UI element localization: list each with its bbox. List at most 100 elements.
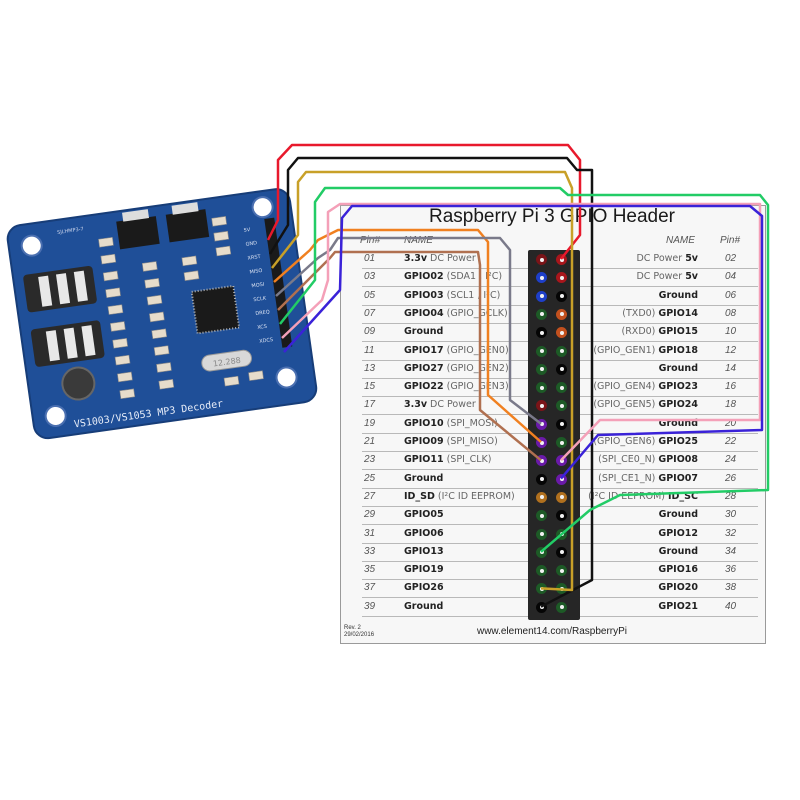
wire-5v-to-pin-02 [266, 143, 582, 260]
pin-name-main: Ground [658, 417, 698, 429]
pin-function: (I²C ID EEPROM) [434, 490, 515, 502]
pin-name-left: Ground [404, 326, 443, 337]
pin-name-left: GPIO22 (GPIO_GEN3) [404, 381, 509, 392]
rev-date: 29/02/2016 [344, 632, 375, 638]
pin-number-left: 09 [364, 326, 376, 338]
module-pin-label: XCS [257, 324, 267, 331]
decoder-chip-icon [190, 284, 241, 335]
pin-name-right: DC Power 5v [636, 271, 698, 282]
pin-number-left: 21 [364, 436, 376, 447]
gpio-pin-21 [536, 437, 547, 448]
pin-function: DC Power [636, 271, 686, 283]
pin-number-left: 05 [364, 289, 376, 301]
wire-gnd-to-pin-39 [268, 156, 594, 608]
pin-function: (GPIO_GEN5) [593, 399, 659, 411]
pin-number-left: 11 [364, 344, 375, 356]
pin-function: DC Power [427, 399, 476, 411]
pin-number-right: 08 [725, 307, 737, 319]
pin-name-left: GPIO06 [404, 528, 444, 539]
mount-hole-icon [20, 234, 43, 257]
gpio-pin-23 [536, 455, 547, 467]
pin-name-main: GPIO14 [658, 307, 698, 319]
pin-number-left: 37 [364, 582, 376, 594]
gpio-pin-03 [536, 272, 547, 284]
gpio-pin-15 [536, 382, 547, 394]
silk-top-label: SJLHMP3-7 [57, 226, 84, 236]
pin-number-right: 34 [725, 545, 737, 557]
pin-name-right: (I²C ID EEPROM) ID_SC [588, 491, 698, 502]
pin-number-right: 06 [725, 289, 737, 301]
pin-function: DC Power [636, 253, 686, 264]
gpio-pin-34 [556, 546, 567, 558]
pin-name-right: (SPI_CE0_N) GPIO08 [598, 454, 698, 465]
pin-name-main: Ground [658, 289, 698, 301]
pin-name-right: DC Power 5v [636, 253, 698, 264]
wire-sclk-to-pin-23 [277, 250, 542, 462]
pin-name-left: GPIO04 (GPIO_GCLK) [404, 308, 508, 319]
pin-name-main: Ground [658, 362, 698, 374]
pin-name-main: 5v [685, 271, 698, 283]
gpio-pin-01 [536, 254, 547, 265]
pin-name-right: (SPI_CE1_N) GPIO07 [598, 473, 698, 484]
gpio-pin-20 [556, 418, 567, 430]
gpio-pin-08 [556, 308, 567, 320]
mount-hole-icon [44, 404, 67, 427]
pin-name-right: (TXD0) GPIO14 [622, 308, 698, 319]
gpio-pin-30 [556, 510, 567, 522]
pin-number-right: 18 [725, 399, 737, 411]
pin-name-main: Ground [658, 545, 698, 557]
pin-name-main: GPIO25 [658, 436, 698, 447]
pin-name-left: GPIO27 (GPIO_GEN2) [404, 363, 509, 374]
wire-xcs-to-pin-24 [281, 202, 762, 462]
pin-number-right: 24 [725, 454, 737, 466]
pin-number-right: 16 [725, 381, 737, 393]
pin-name-left: GPIO13 [404, 546, 444, 557]
gpio-pin-24 [556, 455, 567, 467]
pin-name-main: GPIO02 [404, 271, 444, 283]
wire-xrst-to-pin-37 [271, 170, 574, 592]
pin-number-right: 02 [725, 253, 737, 264]
pin-name-main: GPIO26 [404, 582, 444, 594]
pin-number-right: 10 [725, 326, 737, 338]
gpio-pin-36 [556, 565, 567, 577]
pin-name-left: Ground [404, 473, 443, 484]
pin-name-main: GPIO04 [404, 307, 444, 319]
gpio-pin-18 [556, 400, 567, 412]
pin-number-left: 07 [364, 307, 376, 319]
pin-name-main: GPIO08 [658, 454, 698, 466]
pin-number-right: 36 [725, 564, 737, 576]
gpio-pin-04 [556, 272, 567, 284]
pin-function: (TXD0) [622, 307, 659, 319]
pin-name-left: GPIO19 [404, 564, 444, 575]
crystal-icon [201, 349, 252, 372]
gpio-pin-22 [556, 437, 567, 448]
pin-number-left: 17 [364, 399, 376, 411]
pin-name-left: GPIO10 (SPI_MOSI) [404, 418, 498, 429]
pin-name-main: GPIO12 [658, 527, 698, 539]
pin-name-main: Ground [404, 600, 444, 612]
pin-name-main: GPIO13 [404, 545, 444, 557]
pin-name-main: GPIO11 [404, 454, 444, 466]
pin-name-main: 5v [685, 253, 698, 264]
revision: Rev. 2 29/02/2016 [344, 625, 374, 639]
pin-name-right: Ground [659, 546, 698, 557]
pin-function: (SPI_CLK) [443, 454, 492, 466]
pin-name-main: GPIO03 [404, 289, 444, 301]
pin-name-left: GPIO03 (SCL1 , I²C) [404, 290, 500, 301]
pin-name-main: ID_SD [404, 490, 435, 502]
pin-number-left: 27 [364, 490, 376, 502]
microphone-icon [61, 366, 96, 401]
pin-number-right: 20 [725, 417, 737, 429]
pin-function: (SPI_MISO) [443, 436, 498, 447]
pin-name-main: GPIO05 [404, 509, 444, 521]
pin-name-main: GPIO09 [404, 436, 444, 447]
pin-number-left: 23 [364, 454, 376, 466]
pin-name-main: GPIO16 [658, 564, 698, 576]
header-name-left: NAME [404, 235, 433, 246]
pin-function: (GPIO_GEN3) [443, 381, 509, 393]
pin-name-right: GPIO21 [658, 601, 698, 612]
pin-function: (I²C ID EEPROM) [588, 490, 669, 502]
pin-name-left: 3.3v DC Power [404, 399, 476, 410]
